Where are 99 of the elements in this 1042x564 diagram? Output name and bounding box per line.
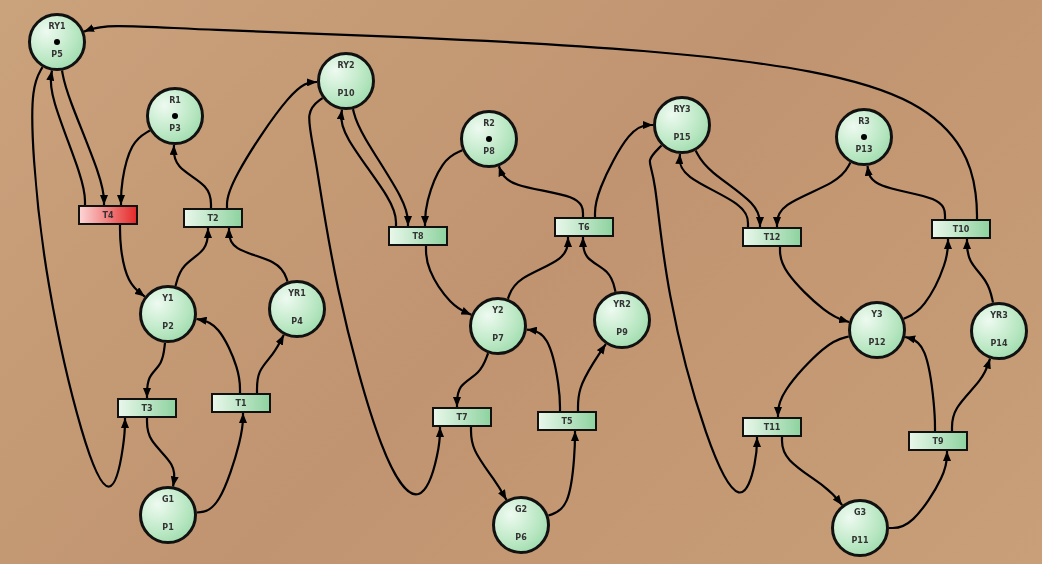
enabled-transition-bar: T4 — [78, 205, 138, 225]
place-circle — [848, 301, 906, 359]
arc-arrow — [548, 431, 579, 517]
arc-arrow — [196, 316, 242, 393]
arc-arrow — [255, 334, 285, 393]
arc-arrow — [576, 343, 607, 411]
place-id: P1 — [161, 523, 175, 533]
place-id: P2 — [161, 322, 175, 332]
place-id: P5 — [50, 50, 64, 60]
place-circle — [28, 13, 86, 71]
place-label: R2 — [482, 119, 496, 129]
place-id: P8 — [482, 147, 496, 157]
place-label: YR2 — [612, 300, 632, 310]
arc-arrow — [904, 335, 937, 431]
transition-bar: T3 — [117, 398, 177, 418]
arc-arrow — [308, 97, 444, 496]
arc-arrow — [579, 237, 617, 292]
place-circle — [460, 110, 518, 168]
place-id: P9 — [615, 328, 629, 338]
arc-arrow — [143, 342, 167, 398]
arc-arrow — [497, 165, 585, 217]
arc-arrow — [174, 228, 212, 287]
arc-arrow — [60, 70, 108, 205]
transition-bar: T7 — [432, 407, 492, 427]
place-circle — [831, 499, 889, 557]
transition-bar: T10 — [931, 219, 991, 239]
arc-arrow — [694, 150, 764, 227]
arc-arrow — [453, 352, 490, 407]
place-circle — [139, 285, 197, 343]
arc-arrow — [225, 78, 318, 208]
transition-bar: T8 — [388, 226, 448, 246]
arc-arrow — [774, 335, 849, 417]
place-circle — [469, 297, 527, 355]
transition-bar: T6 — [554, 217, 614, 237]
arc-arrow — [117, 129, 151, 205]
place-circle — [317, 52, 375, 110]
place-id: P3 — [168, 124, 182, 134]
place-label: Y1 — [161, 294, 175, 304]
arc-arrow — [773, 162, 852, 227]
arc-arrow — [864, 165, 947, 219]
place-circle — [970, 302, 1028, 360]
arc-arrow — [196, 413, 247, 514]
place-label: YR3 — [989, 311, 1009, 321]
place-id: P12 — [867, 338, 887, 348]
place-circle — [268, 280, 326, 338]
arc-arrow — [225, 228, 289, 282]
arc-arrow — [169, 144, 213, 208]
arc-arrow — [950, 358, 992, 431]
arc-arrow — [780, 437, 843, 506]
place-id: P11 — [850, 536, 870, 546]
transition-bar: T1 — [211, 393, 271, 413]
arc-arrow — [778, 247, 850, 324]
place-circle — [835, 108, 893, 166]
place-id: P4 — [290, 317, 304, 327]
place-label: RY2 — [336, 61, 356, 71]
place-id: P10 — [336, 89, 356, 99]
place-circle — [653, 96, 711, 154]
arc-arrow — [118, 225, 146, 298]
arc-arrow — [526, 326, 562, 411]
arc-arrow — [145, 418, 179, 487]
place-label: YR1 — [287, 289, 307, 299]
arc-arrow — [469, 427, 508, 501]
place-label: G2 — [513, 505, 529, 515]
arc-arrow — [593, 121, 653, 217]
transition-bar: T11 — [742, 417, 802, 437]
place-id: P7 — [491, 334, 505, 344]
arc-arrow — [648, 144, 761, 494]
place-label: Y2 — [491, 306, 505, 316]
arc-arrow — [963, 239, 995, 303]
place-circle — [593, 291, 651, 349]
place-id: P13 — [854, 145, 874, 155]
place-id: P6 — [514, 533, 528, 543]
arc-arrow — [424, 246, 472, 316]
place-label: G1 — [160, 495, 176, 505]
place-label: RY3 — [672, 105, 692, 115]
arc-arrow — [889, 451, 951, 530]
place-id: P14 — [989, 339, 1009, 349]
place-label: Y3 — [870, 310, 884, 320]
arc-arrow — [675, 153, 750, 227]
place-id: P15 — [672, 133, 692, 143]
place-circle — [146, 87, 204, 145]
arc-arrow — [336, 109, 398, 226]
arc-arrow — [506, 237, 572, 300]
arc-arrow — [83, 24, 979, 219]
arc-arrow — [46, 70, 87, 205]
transition-bar: T9 — [908, 431, 968, 451]
transition-bar: T12 — [742, 227, 802, 247]
place-label: RY1 — [47, 22, 67, 32]
arc-arrow — [31, 66, 129, 488]
transition-bar: T2 — [183, 208, 243, 228]
place-label: R1 — [168, 96, 182, 106]
place-label: R3 — [857, 117, 871, 127]
place-label: G3 — [852, 508, 868, 518]
place-circle — [139, 486, 197, 544]
arc-arrow — [421, 149, 463, 226]
transition-bar: T5 — [537, 411, 597, 431]
arc-arrow — [351, 108, 412, 226]
arc-arrow — [903, 239, 952, 320]
place-circle — [492, 496, 550, 554]
